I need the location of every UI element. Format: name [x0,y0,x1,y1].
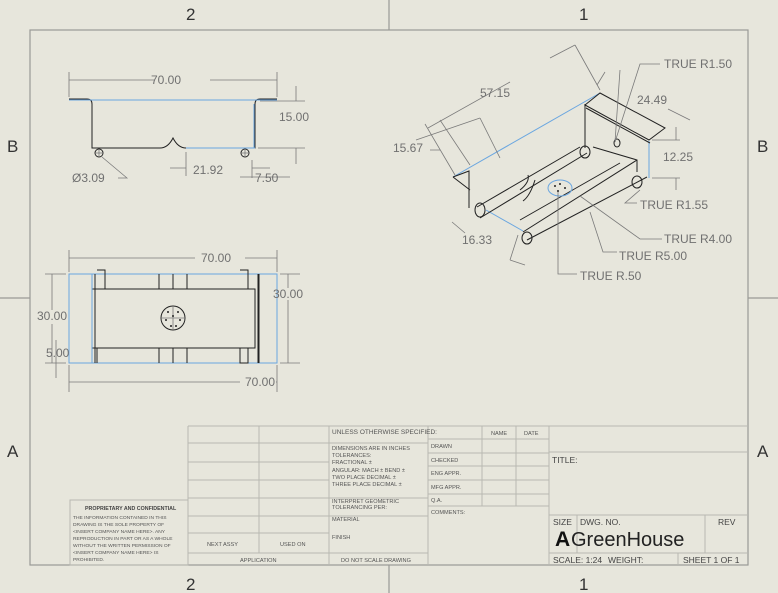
dimension-label: 30.00 [37,309,67,323]
tolerance-line: DIMENSIONS ARE IN INCHES [332,446,410,452]
dimension-label: 70.00 [201,251,231,265]
comments-label: COMMENTS: [431,510,466,516]
interpret-line: INTERPRET GEOMETRIC [332,499,399,505]
checked-label: CHECKED [431,458,458,464]
dimension-label: 7.50 [255,171,279,185]
proprietary-line: <INSERT COMPANY NAME HERE>. ANY [73,529,166,535]
tolerance-line: THREE PLACE DECIMAL ± [332,482,402,488]
dwg-no-label: DWG. NO. [580,517,621,527]
proprietary-title: PROPRIETARY AND CONFIDENTIAL [85,506,177,512]
proprietary-line: DRAWING IS THE SOLE PROPERTY OF [73,522,164,528]
qa-label: Q.A. [431,498,443,504]
callout-label: TRUE R5.00 [619,249,687,263]
zone-label: A [757,442,769,461]
zone-label: 2 [186,575,195,593]
tolerance-line: TOLERANCES: [332,453,372,459]
dimension-label: 57.15 [480,86,510,100]
tolerance-line: TWO PLACE DECIMAL ± [332,475,396,481]
next-assy-label: NEXT ASSY [207,542,238,548]
drawing-number: GreenHouse [571,529,684,551]
proprietary-line: THE INFORMATION CONTAINED IN THIS [73,515,167,521]
dimension-label: 30.00 [273,287,303,301]
proprietary-line: WITHOUT THE WRITTEN PERMISSION OF [73,543,171,549]
size-label: SIZE [553,517,572,527]
title-block-grid [69,425,748,566]
zone-label: 2 [186,5,195,24]
zone-label: 1 [579,575,588,593]
callout-label: TRUE R1.55 [640,198,708,212]
dimension-label: 15.00 [279,110,309,124]
unless-specified-label: UNLESS OTHERWISE SPECIFIED: [332,429,437,436]
application-label: APPLICATION [240,558,277,564]
dimension-label: 5.00 [46,346,70,360]
dimension-label: 24.49 [637,93,667,107]
weight-label: WEIGHT: [608,555,643,565]
proprietary-line: REPRODUCTION IN PART OR AS A WHOLE [73,536,173,542]
dimension-label: 21.92 [193,163,223,177]
isometric-view [415,44,691,275]
dimension-label: 70.00 [151,73,181,87]
dimension-label: 70.00 [245,375,275,389]
callout-label: TRUE R1.50 [664,57,732,71]
tolerance-line: FRACTIONAL ± [332,460,372,466]
do-not-scale-label: DO NOT SCALE DRAWING [341,558,411,564]
finish-label: FINISH [332,535,350,541]
mfg-appr-label: MFG APPR. [431,485,462,491]
dimension-label: 15.67 [393,141,423,155]
scale-label: SCALE: 1:24 [553,555,602,565]
proprietary-line: PROHIBITED. [73,557,104,563]
sheet-label: SHEET 1 OF 1 [683,555,740,565]
front-view [68,72,305,179]
zone-label: B [757,137,768,156]
callout-label: TRUE R.50 [580,269,642,283]
eng-appr-label: ENG APPR. [431,471,462,477]
dimension-label: Ø3.09 [72,171,105,185]
used-on-label: USED ON [280,542,306,548]
date-header: DATE [524,431,539,437]
top-view [45,250,300,392]
material-label: MATERIAL [332,517,360,523]
size-value: A [555,528,570,551]
tolerance-line: ANGULAR: MACH ± BEND ± [332,468,405,474]
rev-label: REV [718,517,736,527]
name-header: NAME [491,431,507,437]
title-label: TITLE: [552,455,578,465]
interpret-line: TOLERANCING PER: [332,505,387,511]
zone-label: 1 [579,5,588,24]
proprietary-line: <INSERT COMPANY NAME HERE> IS [73,550,159,556]
zone-label: B [7,137,18,156]
callout-label: TRUE R4.00 [664,232,732,246]
dimension-label: 12.25 [663,150,693,164]
dimension-label: 16.33 [462,233,492,247]
drawn-label: DRAWN [431,444,452,450]
zone-label: A [7,442,19,461]
